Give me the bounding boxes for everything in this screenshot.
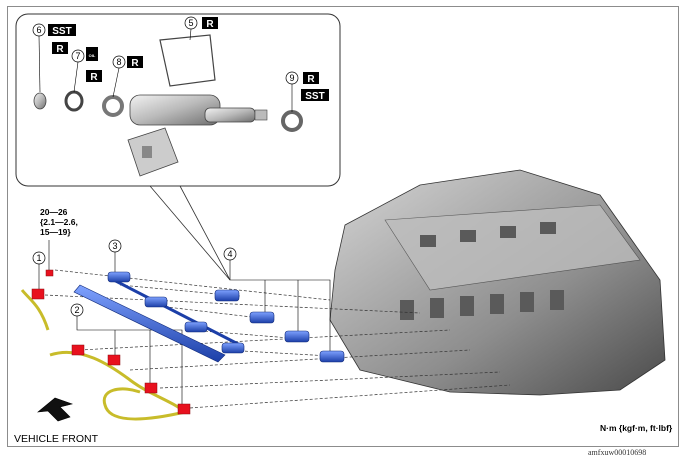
injector-detail xyxy=(127,34,268,177)
badge-r-5: R xyxy=(206,19,214,30)
badge-r-6: R xyxy=(56,44,64,55)
wiring-harness-1 xyxy=(20,289,50,331)
connector-bolt xyxy=(45,269,54,277)
callout-6: 6 xyxy=(36,25,41,35)
callout-3: 3 xyxy=(112,241,117,251)
torque-specification: 20—26 {2.1—2.6, 15—19} xyxy=(40,207,78,237)
badge-r-8: R xyxy=(131,58,139,69)
badge-oil: OIL xyxy=(89,53,96,58)
callout-5: 5 xyxy=(188,18,193,28)
diagram-frame xyxy=(7,6,679,447)
injector-4 xyxy=(221,342,245,354)
seal-6 xyxy=(33,92,47,110)
injector-8 xyxy=(319,350,345,363)
inset-leader xyxy=(149,185,231,281)
engine-block xyxy=(329,169,666,396)
injector-5 xyxy=(214,289,240,302)
callout-4: 4 xyxy=(227,249,232,259)
callout-7: 7 xyxy=(75,51,80,61)
callout-9: 9 xyxy=(289,73,294,83)
callout-1: 1 xyxy=(36,253,41,263)
badge-r-9: R xyxy=(307,74,315,85)
connector-1 xyxy=(31,288,45,300)
badge-sst-9: SST xyxy=(305,91,324,102)
vehicle-front-arrow-icon xyxy=(37,397,74,422)
torque-units-label: N·m {kgf·m, ft·lbf} xyxy=(600,423,673,433)
fuel-rail xyxy=(73,276,241,363)
vehicle-front-label: VEHICLE FRONT xyxy=(14,433,99,445)
badge-sst-6: SST xyxy=(52,26,71,37)
connector-2 xyxy=(71,344,85,356)
connector-5 xyxy=(177,403,191,415)
badge-r-7: R xyxy=(90,72,98,83)
injector-7 xyxy=(284,330,310,343)
injector-6 xyxy=(249,311,275,324)
injector-2 xyxy=(144,296,168,308)
figure-code: amfxuw00010698 xyxy=(588,448,647,457)
connector-4 xyxy=(144,382,158,394)
injector-3 xyxy=(184,321,208,333)
connector-3 xyxy=(107,354,121,366)
injector-1 xyxy=(107,271,131,283)
callout-8: 8 xyxy=(116,57,121,67)
callout-2: 2 xyxy=(74,305,79,315)
